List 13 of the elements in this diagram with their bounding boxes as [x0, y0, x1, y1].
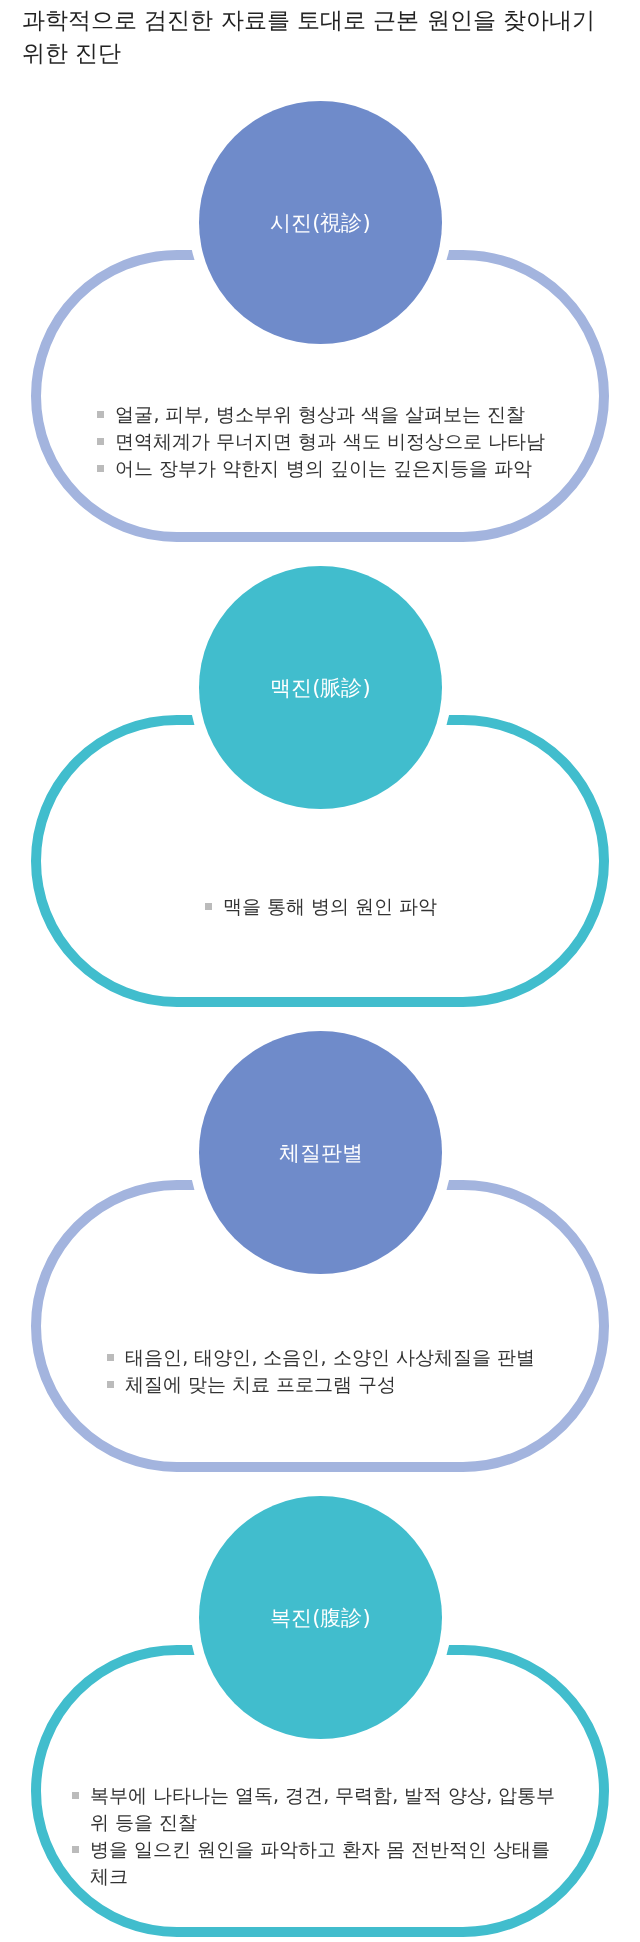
bullet-text: 태음인, 태양인, 소음인, 소양인 사상체질을 판별 [125, 1346, 535, 1368]
bullet-text: 맥을 통해 병의 원인 파악 [222, 894, 438, 917]
bullet-text: 병을 일으킨 원인을 파악하고 환자 몸 전반적인 상태를 체크 [90, 1838, 551, 1887]
bullet-text: 어느 장부가 약한지 병의 깊이는 깊은지등을 파악 [115, 456, 532, 479]
step-title: 시진(視診) [270, 209, 371, 237]
bullet-text: 면역체계가 무너지면 형과 색도 비정상으로 나타남 [115, 429, 545, 452]
step-title: 복진(腹診) [270, 1604, 371, 1632]
step-title: 체질판별 [278, 1139, 363, 1167]
bullet-text: 얼굴, 피부, 병소부위 형상과 색을 살펴보는 진찰 [115, 402, 525, 425]
title: 과학적으로 검진한 자료를 토대로 근본 원인을 찾아내기 위한 진단 [22, 6, 596, 68]
bullet-text: 체질에 맞는 치료 프로그램 구성 [125, 1373, 397, 1395]
step-title: 맥진(脈診) [270, 674, 371, 702]
bullet-text: 복부에 나타나는 열독, 경견, 무력함, 발적 양상, 압통부위 등을 진찰 [90, 1784, 556, 1833]
